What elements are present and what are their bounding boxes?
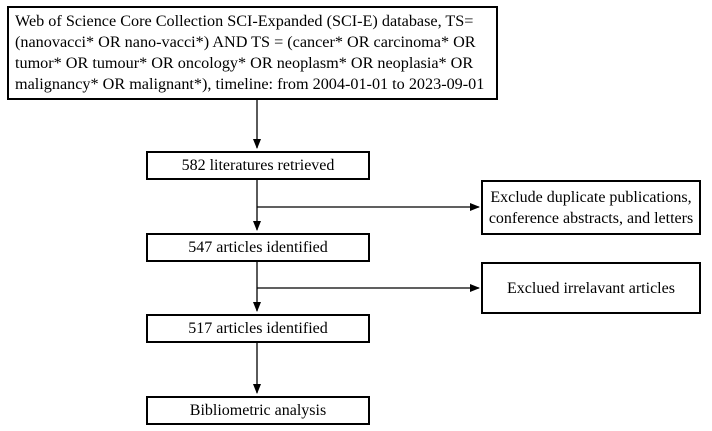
exclusion-text: Exclude duplicate publications, conferen… <box>489 187 693 229</box>
search-strategy-box: Web of Science Core Collection SCI-Expan… <box>7 6 498 100</box>
step-literatures-retrieved: 582 literatures retrieved <box>146 151 370 180</box>
search-strategy-line: malignancy* OR malignant*), timeline: fr… <box>15 75 485 93</box>
exclusion-duplicates-box: Exclude duplicate publications, conferen… <box>481 180 701 235</box>
exclusion-line: Exclude duplicate publications, <box>490 188 692 206</box>
exclusion-line: Exclued irrelavant articles <box>507 279 675 297</box>
exclusion-irrelevant-box: Exclued irrelavant articles <box>481 262 701 314</box>
step-label: 517 articles identified <box>188 319 328 337</box>
search-strategy-line: Web of Science Core Collection SCI-Expan… <box>15 12 474 30</box>
step-articles-identified: 547 articles identified <box>146 233 370 262</box>
step-label: Bibliometric analysis <box>189 401 327 419</box>
step-bibliometric-analysis: Bibliometric analysis <box>146 396 370 425</box>
exclusion-line: conference abstracts, and letters <box>488 209 694 227</box>
step-articles-screened: 517 articles identified <box>146 314 370 343</box>
search-strategy-line: tumor* OR tumour* OR oncology* OR neopla… <box>15 54 474 72</box>
search-strategy-line: (nanovacci* OR nano-vacci*) AND TS = (ca… <box>15 33 476 51</box>
step-label: 582 literatures retrieved <box>181 156 335 174</box>
step-label: 547 articles identified <box>188 238 328 256</box>
search-strategy-text: Web of Science Core Collection SCI-Expan… <box>15 11 484 95</box>
